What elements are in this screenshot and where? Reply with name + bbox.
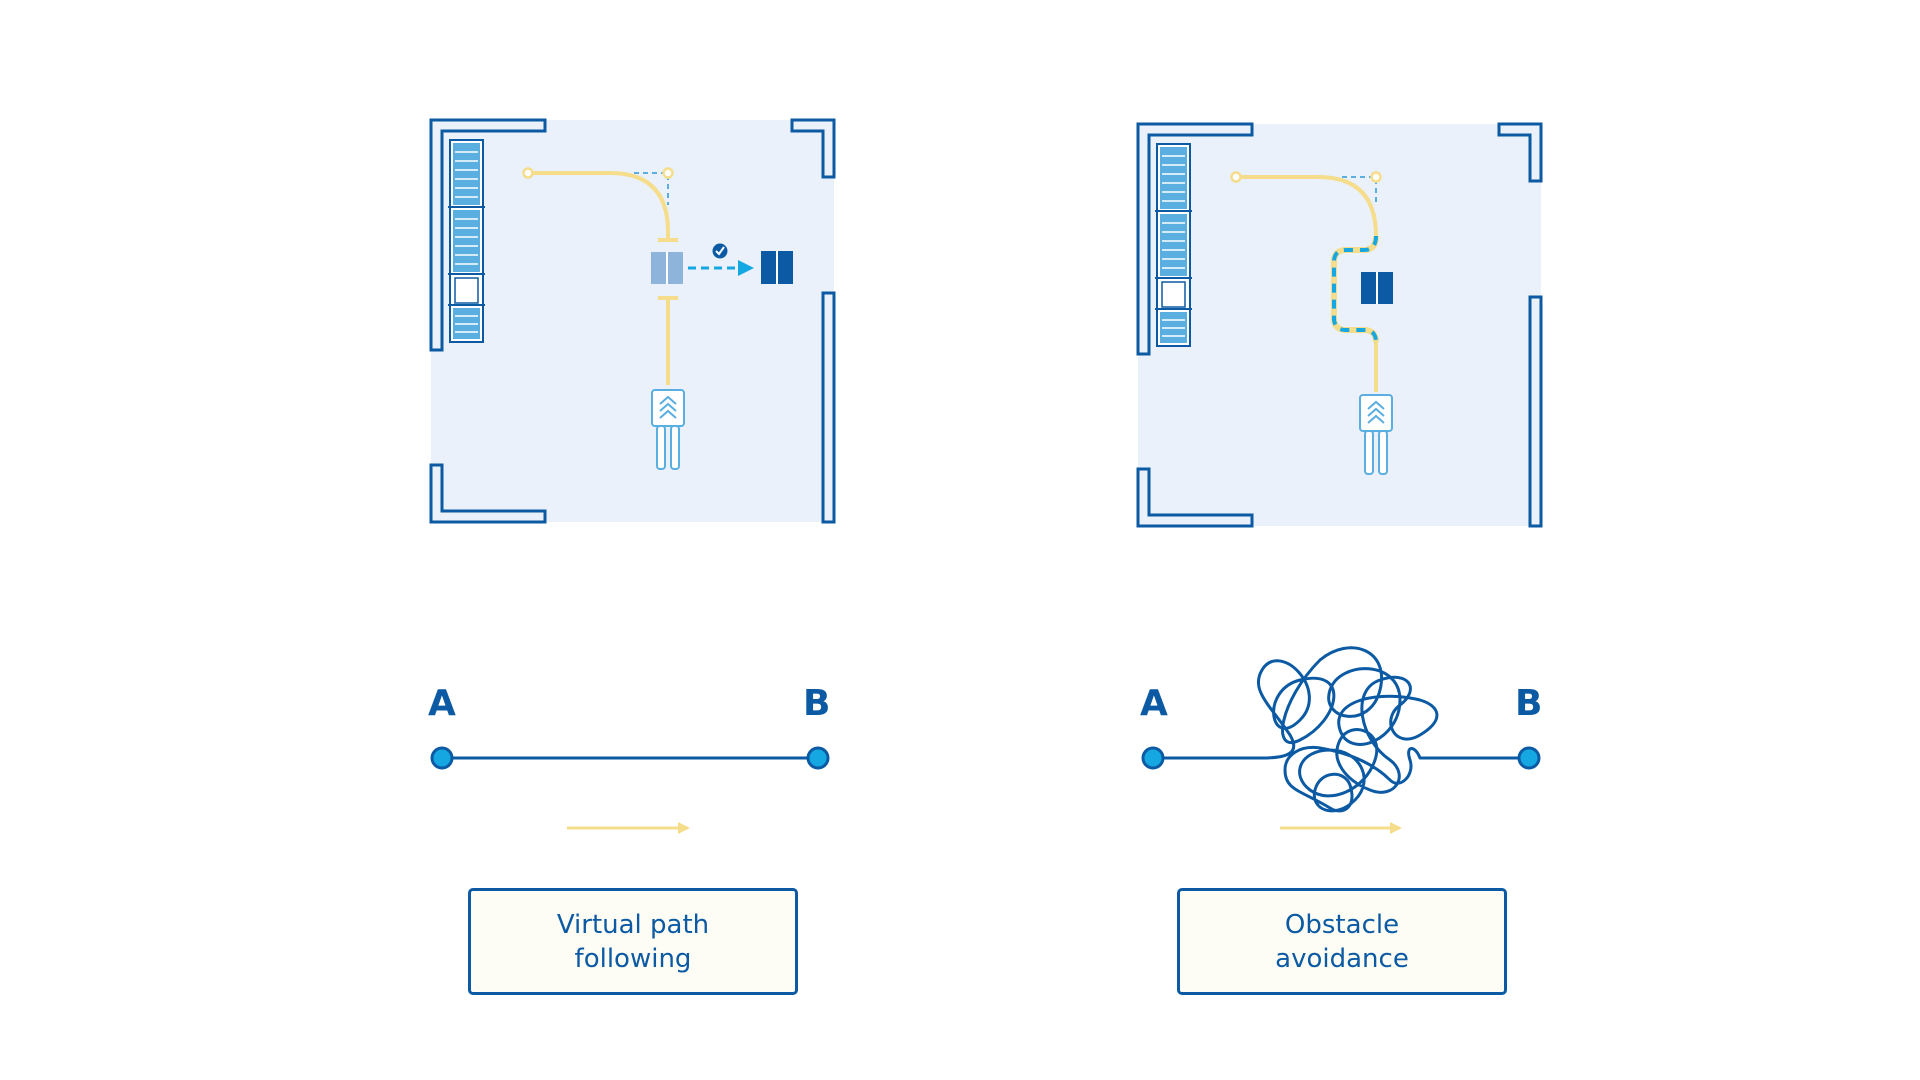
point-b-label: B (1515, 683, 1543, 724)
walls (429, 118, 836, 524)
point-a-marker (430, 746, 454, 770)
wall-bottom-left (429, 463, 547, 524)
obstacle-origin-box (651, 252, 683, 284)
floor-area (431, 120, 834, 522)
caption-line: avoidance (1275, 943, 1409, 974)
forklift-robot-icon (651, 389, 685, 470)
floor-plan-left (429, 118, 836, 524)
point-a-label: A (1140, 683, 1168, 724)
wall-top-right (790, 118, 836, 179)
tangled-route-scribble (1256, 646, 1439, 813)
caption-virtual-path-following: Virtual path following (468, 888, 798, 995)
wall-right (1528, 295, 1543, 528)
caption-obstacle-avoidance: Obstacle avoidance (1177, 888, 1507, 995)
forklift-robot-icon (1359, 394, 1393, 475)
caption-line: Virtual path (556, 909, 710, 940)
caption-line: following (574, 943, 692, 974)
route-diagram-right (1141, 646, 1541, 834)
obstacle-box-icon (1361, 272, 1393, 304)
point-a-label: A (428, 683, 456, 724)
point-b-marker (806, 746, 830, 770)
walls (1136, 122, 1543, 528)
storage-rack-icon (1155, 143, 1192, 347)
caption-line: Obstacle (1284, 909, 1400, 940)
virtual-path-route (522, 167, 678, 385)
obstacle-box-icon (761, 251, 793, 284)
checkmark-icon (712, 243, 728, 259)
point-b-marker (1517, 746, 1541, 770)
wall-top-left (1136, 122, 1254, 356)
storage-rack-icon (448, 139, 485, 343)
floor-plan-right (1136, 122, 1543, 528)
wall-bottom-left (1136, 467, 1254, 528)
wall-top-right (1497, 122, 1543, 183)
detour-path (1331, 235, 1379, 343)
wall-top-left (429, 118, 547, 352)
point-b-label: B (803, 683, 831, 724)
point-a-marker (1141, 746, 1165, 770)
route-diagram-left (430, 746, 830, 834)
wall-right (821, 291, 836, 524)
virtual-path-route (1230, 171, 1382, 392)
